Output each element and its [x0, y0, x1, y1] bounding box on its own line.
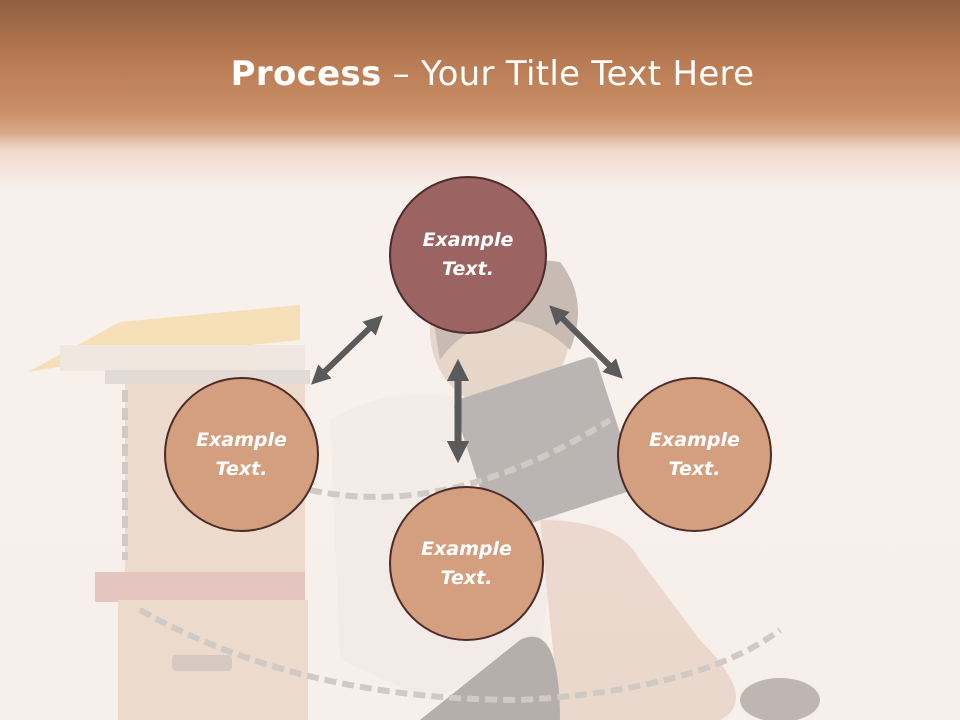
step-right-text: Example Text. [649, 428, 740, 480]
step-left-text: Example Text. [196, 428, 287, 480]
step-top-text: Example Text. [422, 229, 514, 280]
process-step-bottom: Example Text. [389, 486, 544, 641]
step-bottom-text: Example Text. [421, 537, 512, 589]
title-rest: – Your Title Text Here [381, 54, 755, 94]
process-step-top: Example Text. [389, 176, 547, 334]
process-step-right: Example Text. [617, 377, 772, 532]
process-step-left: Example Text. [164, 377, 319, 532]
slide-title: Process – Your Title Text Here [0, 52, 960, 96]
title-bold: Process [230, 54, 382, 94]
